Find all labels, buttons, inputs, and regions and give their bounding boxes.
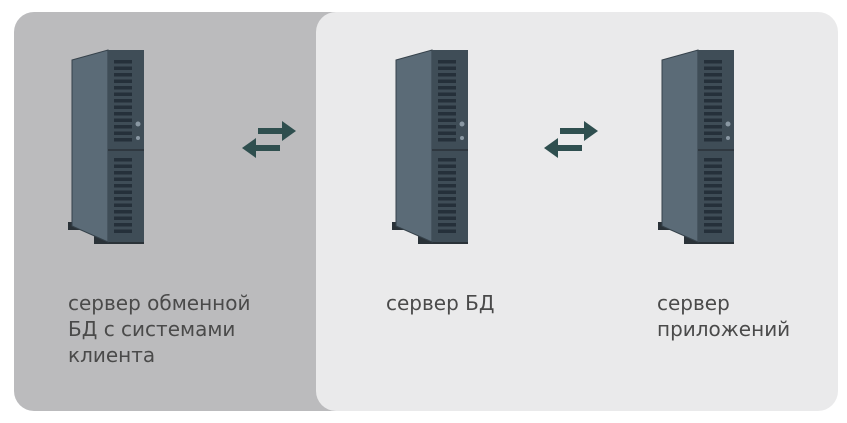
node-label-app-server: сервер приложений — [657, 290, 790, 342]
label-line: БД с системами — [68, 317, 236, 341]
label-line: клиента — [68, 343, 156, 367]
label-line: сервер БД — [386, 291, 495, 315]
label-line: сервер обменной — [68, 291, 251, 315]
node-label-db-server: сервер БД — [386, 290, 495, 316]
label-line: приложений — [657, 317, 791, 341]
bidirectional-arrows-icon — [242, 121, 296, 158]
node-label-exchange-db-server: сервер обменной БД с системами клиента — [68, 290, 251, 368]
server-tower-icon — [658, 49, 734, 244]
server-tower-icon — [392, 49, 468, 244]
server-tower-icon — [68, 49, 144, 244]
bidirectional-arrows-icon — [544, 121, 598, 158]
label-line: сервер — [657, 291, 730, 315]
